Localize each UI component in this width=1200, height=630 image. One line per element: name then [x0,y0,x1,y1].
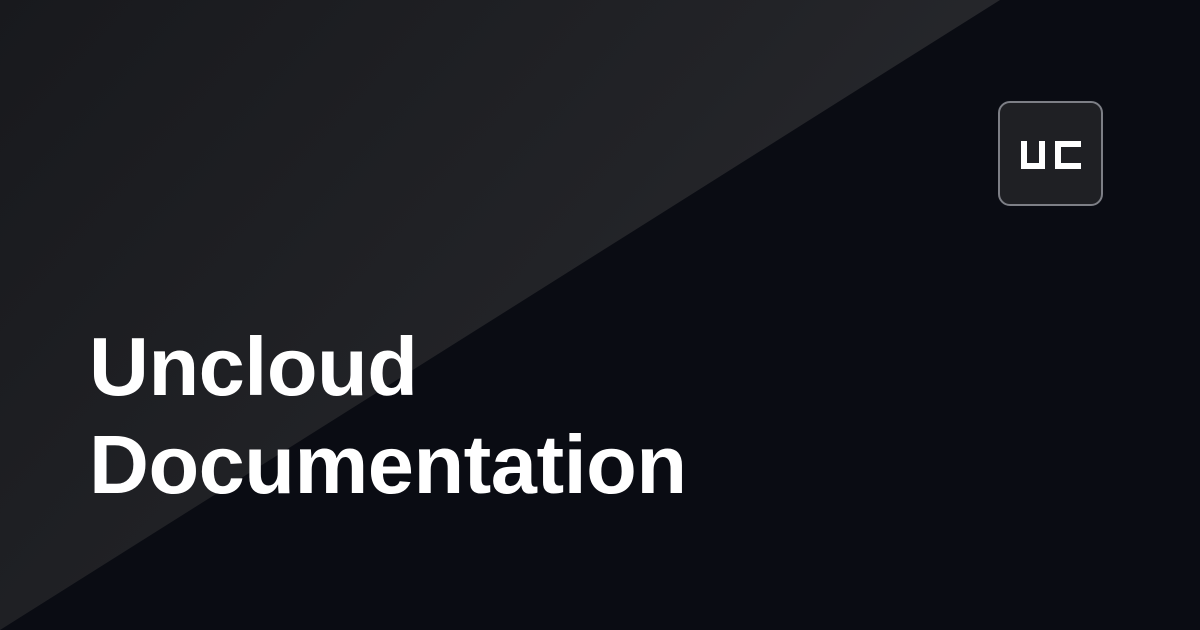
uc-logo-mark [1021,141,1081,169]
uc-logo-icon [998,101,1103,206]
page-title-line-1: Uncloud [89,320,418,413]
page-title: Uncloud Documentation [89,318,687,514]
page-title-line-2: Documentation [89,418,687,511]
